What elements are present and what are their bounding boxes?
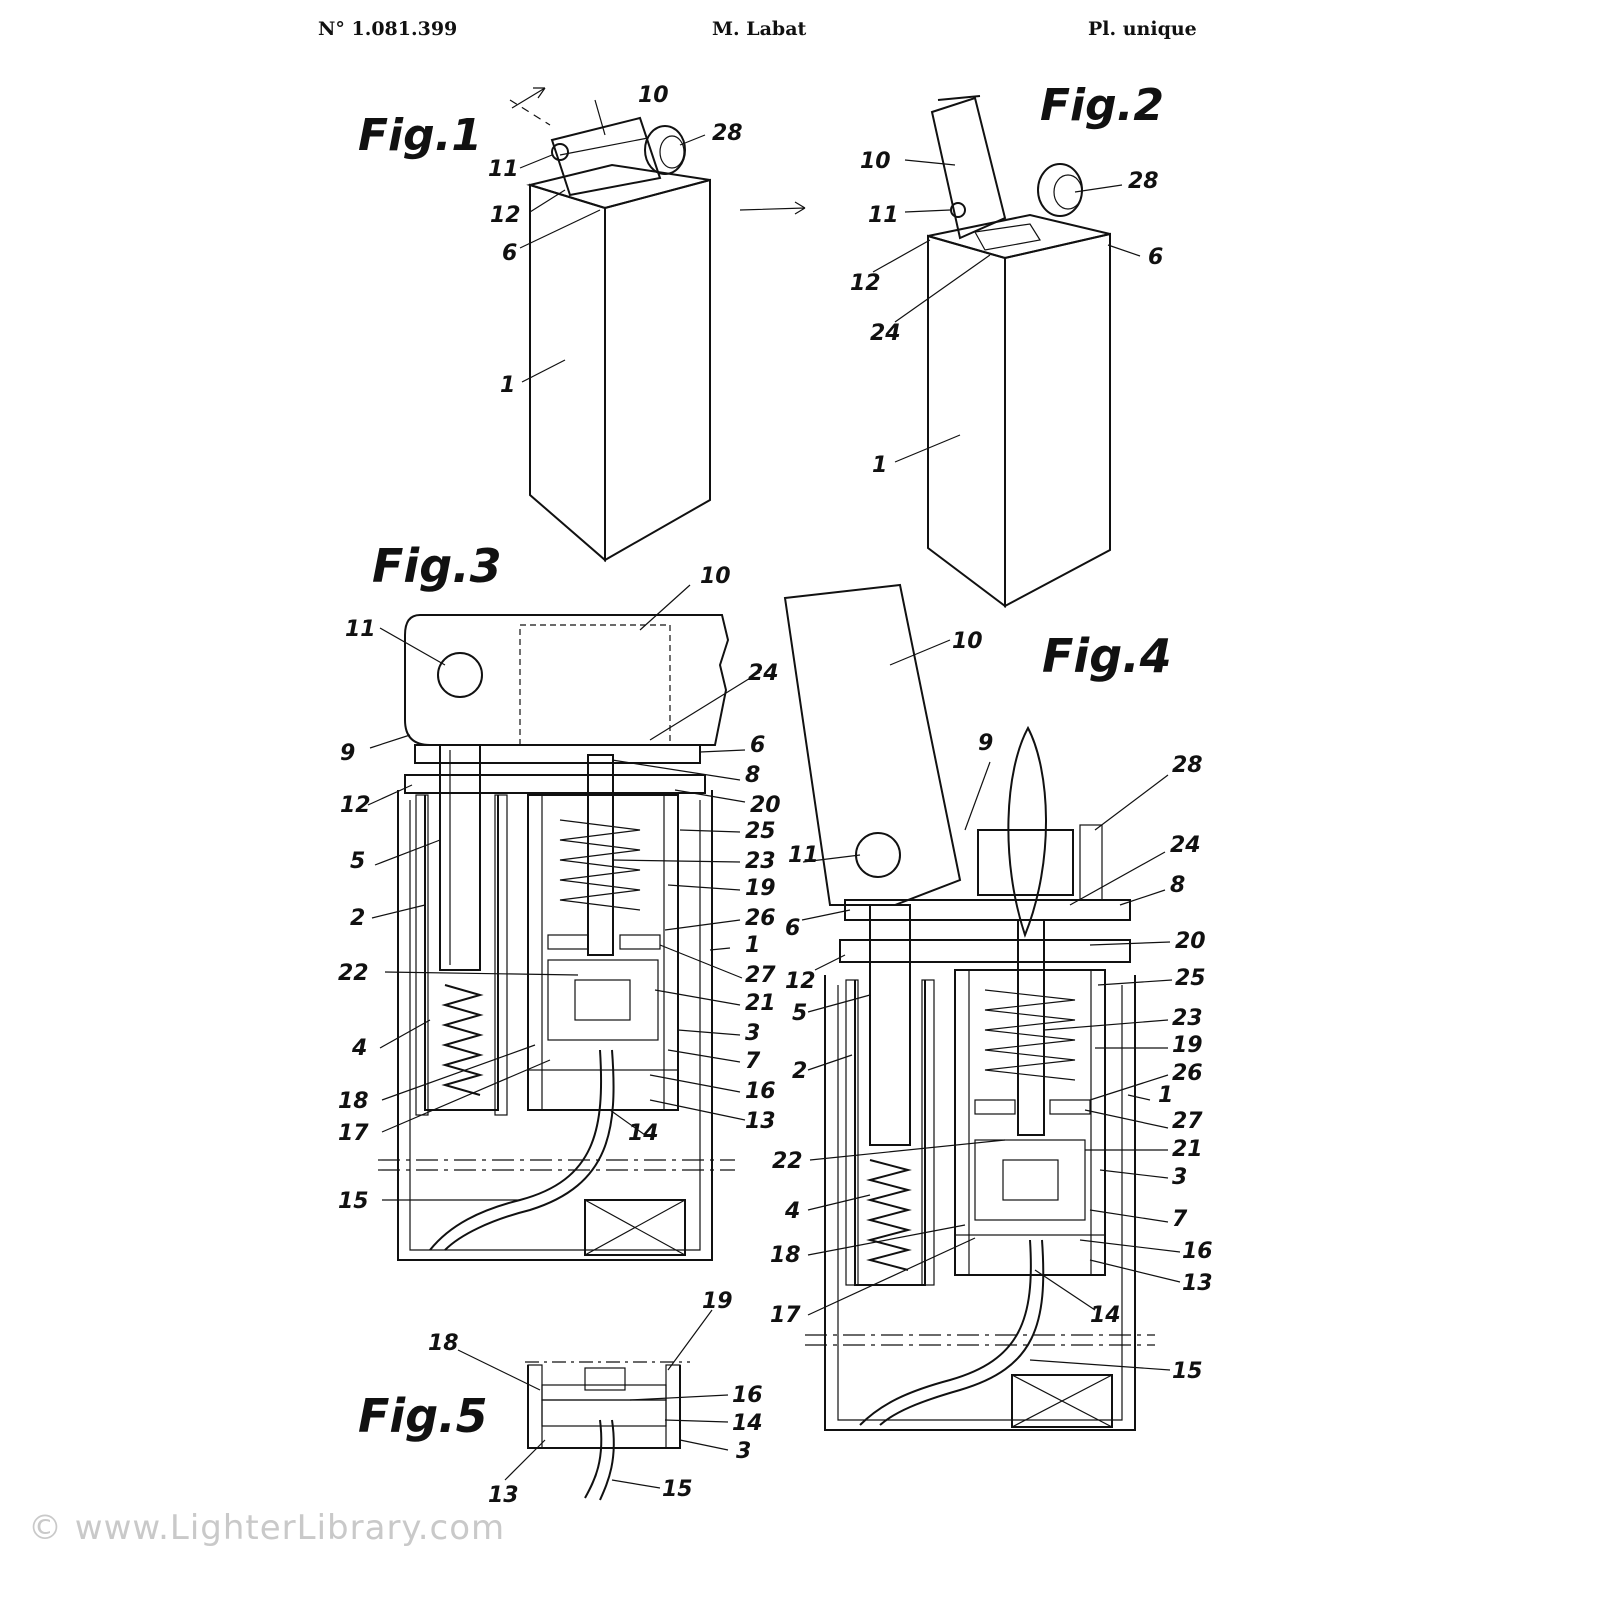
fig3-label-24: 24 <box>748 661 779 686</box>
fig3-label-26: 26 <box>745 906 776 931</box>
inventor-name: M. Labat <box>712 18 807 40</box>
fig5-drawing: Fig.5 18 19 16 14 3 13 15 <box>358 1289 763 1508</box>
fig4-drawing: Fig.4 <box>770 583 1213 1431</box>
fig1-label-11: 11 <box>488 157 519 182</box>
fig2-label-6: 6 <box>1148 245 1163 270</box>
fig4-label-18: 18 <box>770 1243 801 1268</box>
fig4-label-9: 9 <box>978 731 993 756</box>
fig3-label-3: 3 <box>745 1021 760 1046</box>
fig3-label-5: 5 <box>350 849 365 874</box>
fig4-label-26: 26 <box>1172 1061 1203 1086</box>
fig5-title: Fig.5 <box>358 1389 488 1443</box>
fig1-label-12: 12 <box>490 203 521 228</box>
fig4-label-27: 27 <box>1172 1109 1203 1134</box>
fig3-label-2: 2 <box>350 906 365 931</box>
fig4-label-22: 22 <box>772 1149 803 1174</box>
fig3-label-15: 15 <box>338 1189 369 1214</box>
fig3-label-14: 14 <box>628 1121 659 1146</box>
fig3-drawing: Fig.3 <box>338 539 781 1261</box>
plate-label: Pl. unique <box>1088 18 1197 40</box>
fig3-label-6: 6 <box>750 733 765 758</box>
fig3-label-18: 18 <box>338 1089 369 1114</box>
fig2-label-24: 24 <box>870 321 901 346</box>
fig4-label-11: 11 <box>788 843 819 868</box>
fig3-label-13: 13 <box>745 1109 776 1134</box>
fig4-label-28: 28 <box>1172 753 1203 778</box>
fig3-label-25: 25 <box>745 819 776 844</box>
fig1-label-6: 6 <box>502 241 517 266</box>
fig4-label-12: 12 <box>785 969 816 994</box>
fig4-label-24: 24 <box>1170 833 1201 858</box>
fig5-label-19: 19 <box>702 1289 733 1314</box>
fig2-label-1: 1 <box>872 453 887 478</box>
fig3-label-11: 11 <box>345 617 376 642</box>
fig1-label-28: 28 <box>712 121 743 146</box>
fig3-label-19: 19 <box>745 876 776 901</box>
fig3-label-23: 23 <box>745 849 776 874</box>
fig4-label-14: 14 <box>1090 1303 1121 1328</box>
fig3-label-20: 20 <box>750 793 781 818</box>
fig4-label-17: 17 <box>770 1303 801 1328</box>
fig4-label-25: 25 <box>1175 966 1206 991</box>
fig5-label-15: 15 <box>662 1477 693 1502</box>
fig4-title: Fig.4 <box>1042 629 1172 683</box>
fig4-label-2: 2 <box>792 1059 807 1084</box>
fig4-label-10: 10 <box>952 629 983 654</box>
fig1-label-10: 10 <box>638 83 669 108</box>
fig4-label-7: 7 <box>1172 1207 1188 1232</box>
fig3-title: Fig.3 <box>372 539 502 593</box>
fig4-label-21: 21 <box>1172 1137 1203 1162</box>
fig2-drawing: Fig.2 10 28 11 6 12 24 1 <box>850 80 1164 609</box>
fig5-label-16: 16 <box>732 1383 763 1408</box>
fig3-label-7: 7 <box>745 1049 761 1074</box>
fig4-label-19: 19 <box>1172 1033 1203 1058</box>
fig4-label-13: 13 <box>1182 1271 1213 1296</box>
fig4-label-8: 8 <box>1170 873 1185 898</box>
fig2-title: Fig.2 <box>1040 80 1164 131</box>
fig3-label-17: 17 <box>338 1121 369 1146</box>
fig3-label-27: 27 <box>745 963 776 988</box>
fig4-label-3: 3 <box>1172 1165 1187 1190</box>
fig3-label-10: 10 <box>700 564 731 589</box>
fig3-label-21: 21 <box>745 991 776 1016</box>
fig3-label-1: 1 <box>745 933 760 958</box>
fig4-label-1: 1 <box>1158 1083 1173 1108</box>
fig4-label-16: 16 <box>1182 1239 1213 1264</box>
fig4-label-6: 6 <box>785 916 800 941</box>
fig1-drawing: Fig.1 10 28 11 12 <box>358 83 806 563</box>
fig4-label-5: 5 <box>792 1001 807 1026</box>
fig3-label-22: 22 <box>338 961 369 986</box>
fig2-label-12: 12 <box>850 271 881 296</box>
fig3-label-12: 12 <box>340 793 371 818</box>
fig4-label-23: 23 <box>1172 1006 1203 1031</box>
fig4-label-15: 15 <box>1172 1359 1203 1384</box>
fig2-label-10: 10 <box>860 149 891 174</box>
fig3-label-4: 4 <box>351 1036 367 1061</box>
watermark: © www.LighterLibrary.com <box>28 1508 506 1548</box>
patent-number: N° 1.081.399 <box>318 18 458 40</box>
fig3-label-9: 9 <box>340 741 355 766</box>
fig1-label-1: 1 <box>500 373 515 398</box>
fig1-title: Fig.1 <box>358 110 482 161</box>
fig5-label-13: 13 <box>488 1483 519 1508</box>
fig5-label-18: 18 <box>428 1331 459 1356</box>
fig2-label-28: 28 <box>1128 169 1159 194</box>
fig2-label-11: 11 <box>868 203 899 228</box>
fig4-label-4: 4 <box>784 1199 800 1224</box>
fig5-label-3: 3 <box>736 1439 751 1464</box>
fig3-label-8: 8 <box>745 763 760 788</box>
fig3-label-16: 16 <box>745 1079 776 1104</box>
fig5-label-14: 14 <box>732 1411 763 1436</box>
fig4-label-20: 20 <box>1175 929 1206 954</box>
